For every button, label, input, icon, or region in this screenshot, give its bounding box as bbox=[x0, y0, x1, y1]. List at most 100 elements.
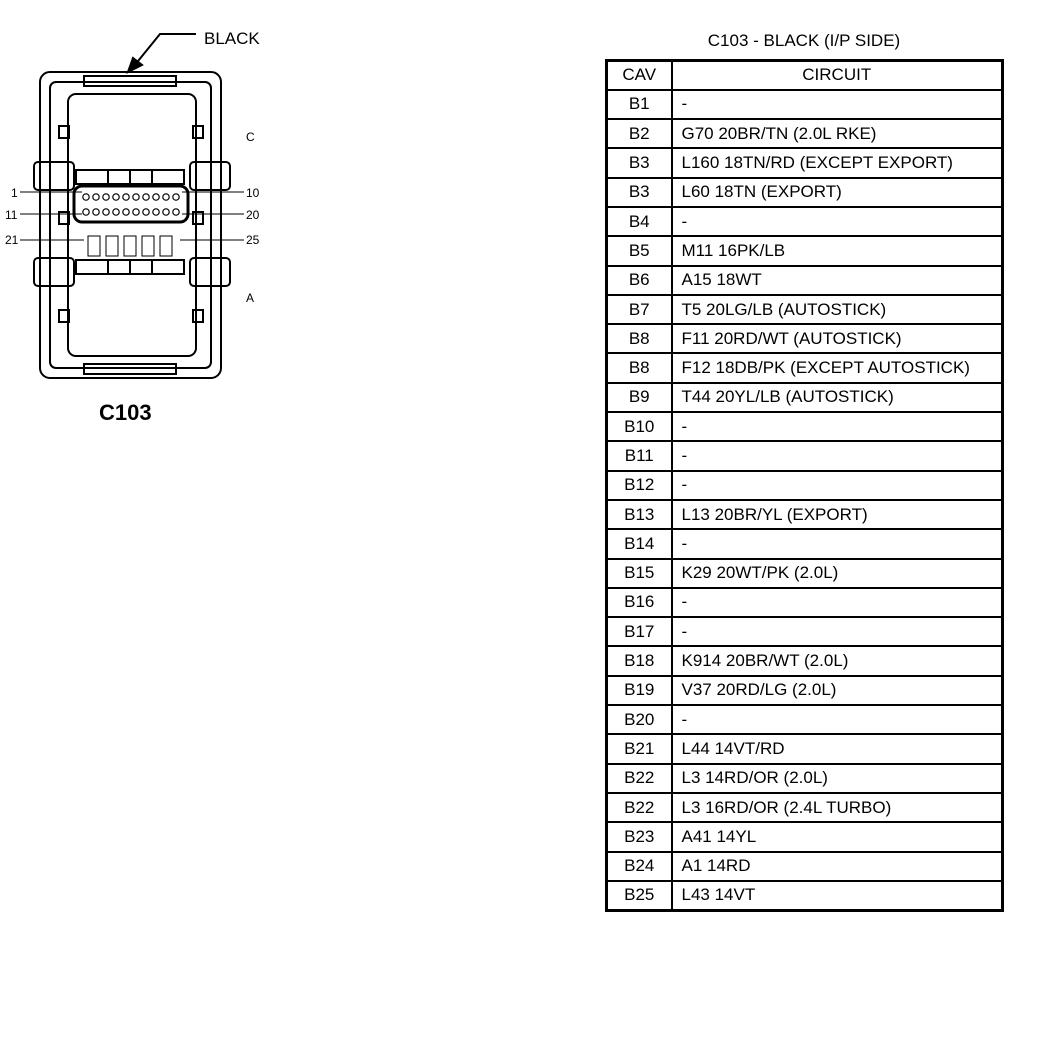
side-letter-a: A bbox=[246, 291, 254, 305]
pin-cavity bbox=[112, 208, 120, 216]
circuit-cell: - bbox=[670, 440, 1004, 472]
pin-label-25: 25 bbox=[246, 233, 260, 247]
callout-leader-line bbox=[133, 33, 196, 67]
pin-cavity bbox=[82, 193, 90, 201]
cav-cell: B3 bbox=[605, 176, 673, 208]
pin-cavity bbox=[132, 208, 140, 216]
header-cav: CAV bbox=[605, 59, 673, 91]
pin-cavity bbox=[102, 193, 110, 201]
table-row: B10- bbox=[605, 411, 1004, 443]
circuit-cell: L13 20BR/YL (EXPORT) bbox=[670, 498, 1004, 531]
circuit-cell: L44 14VT/RD bbox=[670, 733, 1004, 765]
pin-label-10: 10 bbox=[246, 186, 260, 200]
cav-cell: B10 bbox=[605, 411, 673, 443]
circuit-cell: L60 18TN (EXPORT) bbox=[670, 176, 1004, 208]
pin-cavity bbox=[162, 193, 170, 201]
circuit-cell: G70 20BR/TN (2.0L RKE) bbox=[670, 118, 1004, 150]
power-terminal bbox=[123, 235, 137, 257]
cav-cell: B13 bbox=[605, 498, 673, 531]
circuit-cell: - bbox=[670, 616, 1004, 648]
table-row: B20- bbox=[605, 704, 1004, 736]
pin-cavity bbox=[122, 208, 130, 216]
cav-cell: B11 bbox=[605, 440, 673, 472]
circuit-cell: M11 16PK/LB bbox=[670, 235, 1004, 267]
cav-cell: B20 bbox=[605, 704, 673, 736]
circuit-cell: - bbox=[670, 469, 1004, 501]
circuit-cell: K914 20BR/WT (2.0L) bbox=[670, 645, 1004, 677]
table-title: C103 - BLACK (I/P SIDE) bbox=[707, 31, 901, 50]
cav-cell: B6 bbox=[605, 264, 673, 296]
pin-cavity bbox=[152, 193, 160, 201]
pin-cavity bbox=[132, 193, 140, 201]
connector-outer-shell bbox=[39, 71, 222, 379]
cav-cell: B1 bbox=[605, 88, 673, 121]
cav-cell: B24 bbox=[605, 850, 673, 882]
cav-cell: B5 bbox=[605, 235, 673, 267]
pin-label-11: 11 bbox=[5, 208, 18, 222]
cav-cell: B8 bbox=[605, 323, 673, 355]
circuit-cell: - bbox=[670, 88, 1004, 121]
top-lock-tab bbox=[83, 75, 177, 87]
power-terminal bbox=[159, 235, 173, 257]
cav-cell: B7 bbox=[605, 293, 673, 326]
table-row: B17- bbox=[605, 616, 1004, 648]
circuit-cell: L3 14RD/OR (2.0L) bbox=[670, 762, 1004, 794]
mount-square bbox=[192, 309, 204, 323]
pin-cavity bbox=[102, 208, 110, 216]
circuit-cell: A15 18WT bbox=[670, 264, 1004, 296]
color-callout-label: BLACK bbox=[204, 29, 260, 48]
cav-cell: B12 bbox=[605, 469, 673, 501]
cav-cell: B3 bbox=[605, 147, 673, 179]
pin-cavity-outline bbox=[72, 184, 190, 224]
pin-cavity bbox=[152, 208, 160, 216]
mount-square bbox=[58, 309, 70, 323]
power-terminal bbox=[141, 235, 155, 257]
right-latch-upper bbox=[189, 161, 231, 191]
pin-label-21: 21 bbox=[5, 233, 19, 247]
power-terminal bbox=[105, 235, 119, 257]
pin-cavity bbox=[82, 208, 90, 216]
pin-cavity bbox=[142, 208, 150, 216]
circuit-cell: T44 20YL/LB (AUTOSTICK) bbox=[670, 381, 1004, 414]
cav-cell: B14 bbox=[605, 528, 673, 560]
pin-cavity bbox=[142, 193, 150, 201]
table-row: B1- bbox=[605, 88, 1004, 121]
connector-diagram: BLACK C A 1 10 11 20 21 25 C103 bbox=[5, 29, 260, 425]
cav-cell: B15 bbox=[605, 557, 673, 589]
connector-inner-shell bbox=[49, 81, 212, 369]
circuit-cell: L43 14VT bbox=[670, 879, 1004, 912]
circuit-cell: A41 14YL bbox=[670, 821, 1004, 853]
circuit-cell: K29 20WT/PK (2.0L) bbox=[670, 557, 1004, 589]
circuit-cell: V37 20RD/LG (2.0L) bbox=[670, 674, 1004, 707]
table-row: B11- bbox=[605, 440, 1004, 472]
left-latch-upper bbox=[33, 161, 75, 191]
pin-label-1: 1 bbox=[11, 186, 18, 200]
pin-cavity bbox=[172, 193, 180, 201]
table-header-row: CAV CIRCUIT bbox=[605, 59, 1004, 91]
cav-cell: B21 bbox=[605, 733, 673, 765]
cav-cell: B4 bbox=[605, 205, 673, 238]
cav-cell: B18 bbox=[605, 645, 673, 677]
connector-center-body bbox=[67, 93, 197, 357]
header-circuit: CIRCUIT bbox=[670, 59, 1004, 91]
pin-cavity bbox=[92, 193, 100, 201]
cav-cell: B9 bbox=[605, 381, 673, 414]
table-row: B14- bbox=[605, 528, 1004, 560]
mount-square bbox=[192, 211, 204, 225]
bottom-lock-tab bbox=[83, 363, 177, 375]
